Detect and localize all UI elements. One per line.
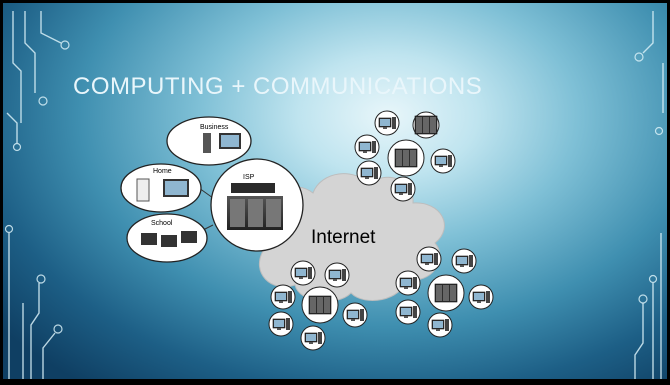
home-label: Home [153,168,172,175]
circuit-decoration [4,11,664,379]
network-cluster-bottom-right [395,246,494,338]
network-cluster-bottom-left [268,260,368,351]
isp-label: ISP [243,174,255,181]
slide-title: COMPUTING + COMMUNICATIONS [73,73,483,100]
network-diagram: Internet Business Home School ISP [120,110,494,351]
network-cluster-top [354,110,456,202]
slide-canvas: COMPUTING + COMMUNICATIONS Internet [3,3,667,379]
internet-label: Internet [311,227,376,248]
isp-cluster: Business Home School ISP [120,116,304,263]
business-label: Business [200,124,229,131]
school-label: School [151,220,173,227]
